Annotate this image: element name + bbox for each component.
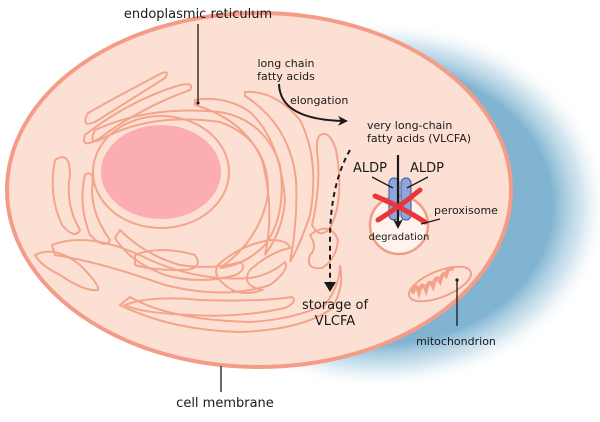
- degradation-label: degradation: [369, 232, 430, 243]
- endoplasmic-reticulum: [33, 71, 343, 334]
- nuclear-envelope: [92, 115, 230, 229]
- peroxisome-label: peroxisome: [434, 204, 498, 217]
- mitochondrion: [408, 265, 472, 303]
- er-label: endoplasmic reticulum: [124, 7, 272, 22]
- aldp-left-label: ALDP: [353, 161, 387, 176]
- vlcfa-label-line2: fatty acids (VLCFA): [367, 132, 471, 145]
- elongation-label: elongation: [290, 94, 348, 107]
- vlcfa-label-line1: very long-chain: [367, 119, 452, 132]
- aldp-right-label: ALDP: [410, 161, 444, 176]
- storage-label-line1: storage of: [302, 298, 368, 313]
- er-leader-dot: [196, 101, 200, 105]
- long-chain-label-line2: fatty acids: [257, 70, 315, 83]
- aldp-left-leader-line: [371, 176, 394, 189]
- elongation-arrow: [278, 83, 348, 126]
- storage-arrow: [329, 149, 351, 283]
- storage-label-line2: VLCFA: [315, 314, 355, 329]
- aldp-right-leader-line: [406, 176, 429, 189]
- long-chain-label-line1: long chain: [257, 57, 314, 70]
- mitochondrion-label: mitochondrion: [416, 335, 496, 348]
- nucleus: [101, 125, 221, 219]
- storage-arrowhead: [324, 282, 336, 292]
- cell-membrane-label: cell membrane: [176, 396, 274, 411]
- cell-membrane: [5, 11, 513, 369]
- blocked-cross-icon: [372, 187, 428, 225]
- peroxisome-leader-line: [420, 218, 441, 225]
- mitochondrion-leader-dot: [455, 278, 459, 282]
